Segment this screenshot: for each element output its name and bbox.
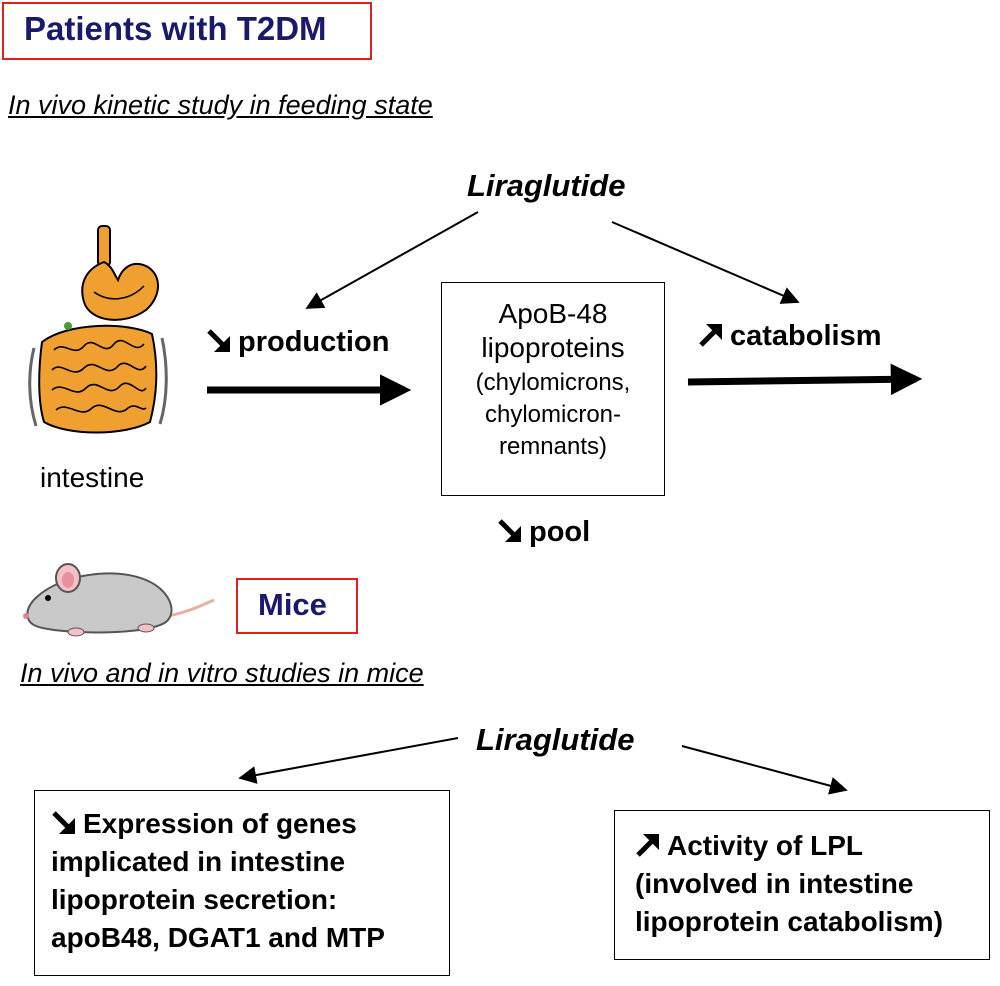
lpl-activity-box: Activity of LPL (involved in intestine l… bbox=[614, 810, 990, 960]
mice-title-box: Mice bbox=[236, 578, 358, 634]
gene-expression-line1: Expression of genes bbox=[83, 808, 357, 839]
production-label: production bbox=[238, 326, 390, 358]
liraglutide-label-bottom: Liraglutide bbox=[476, 722, 635, 757]
patients-subtitle: In vivo kinetic study in feeding state bbox=[8, 90, 433, 120]
lpl-activity-line3: lipoprotein catabolism) bbox=[635, 906, 944, 937]
intestine-label: intestine bbox=[40, 462, 145, 493]
apob48-line1: ApoB-48 bbox=[498, 298, 608, 329]
gene-expression-line1-row: Expression of genes bbox=[51, 805, 449, 843]
mice-subtitle: In vivo and in vitro studies in mice bbox=[20, 658, 424, 688]
arrow-liraglutide-to-gene-expression bbox=[238, 737, 459, 784]
apob48-line3: (chylomicrons, bbox=[475, 369, 631, 396]
catabolism-item: catabolism bbox=[698, 320, 882, 353]
increase-arrow-icon bbox=[699, 324, 722, 347]
production-item: production bbox=[206, 326, 389, 359]
lpl-activity-line1: Activity of LPL bbox=[667, 830, 864, 861]
apob48-line4: chylomicron- bbox=[484, 401, 622, 428]
mice-title: Mice bbox=[258, 587, 327, 622]
patients-title-box: Patients with T2DM bbox=[2, 2, 372, 60]
apob48-line5: remnants) bbox=[498, 433, 608, 460]
arrow-liraglutide-to-production bbox=[305, 211, 479, 309]
catabolism-label: catabolism bbox=[730, 320, 882, 352]
arrow-liraglutide-to-catabolism bbox=[611, 221, 800, 304]
gene-expression-box: Expression of genes implicated in intest… bbox=[34, 790, 450, 976]
decrease-arrow-icon bbox=[498, 519, 521, 542]
intestine-icon bbox=[28, 225, 168, 434]
apob48-line2: lipoproteins bbox=[481, 332, 625, 363]
pool-item: pool bbox=[497, 516, 590, 549]
decrease-arrow-icon bbox=[207, 329, 230, 352]
patients-title: Patients with T2DM bbox=[24, 10, 327, 47]
gene-expression-line3: lipoprotein secretion: bbox=[51, 884, 338, 915]
increase-arrow-icon bbox=[636, 834, 659, 857]
gene-expression-line2: implicated in intestine bbox=[51, 846, 346, 877]
lpl-activity-line1-row: Activity of LPL bbox=[635, 827, 989, 865]
arrow-catabolism-flow bbox=[687, 363, 923, 396]
mouse-icon bbox=[23, 563, 215, 637]
apob48-box: ApoB-48 lipoproteins (chylomicrons, chyl… bbox=[441, 282, 665, 496]
gene-expression-line4: apoB48, DGAT1 and MTP bbox=[51, 922, 385, 953]
lpl-activity-line2: (involved in intestine bbox=[635, 868, 914, 899]
decrease-arrow-icon bbox=[52, 811, 75, 834]
liraglutide-label-top: Liraglutide bbox=[467, 168, 626, 203]
arrow-liraglutide-to-lpl bbox=[681, 745, 848, 795]
pool-label: pool bbox=[529, 516, 591, 548]
